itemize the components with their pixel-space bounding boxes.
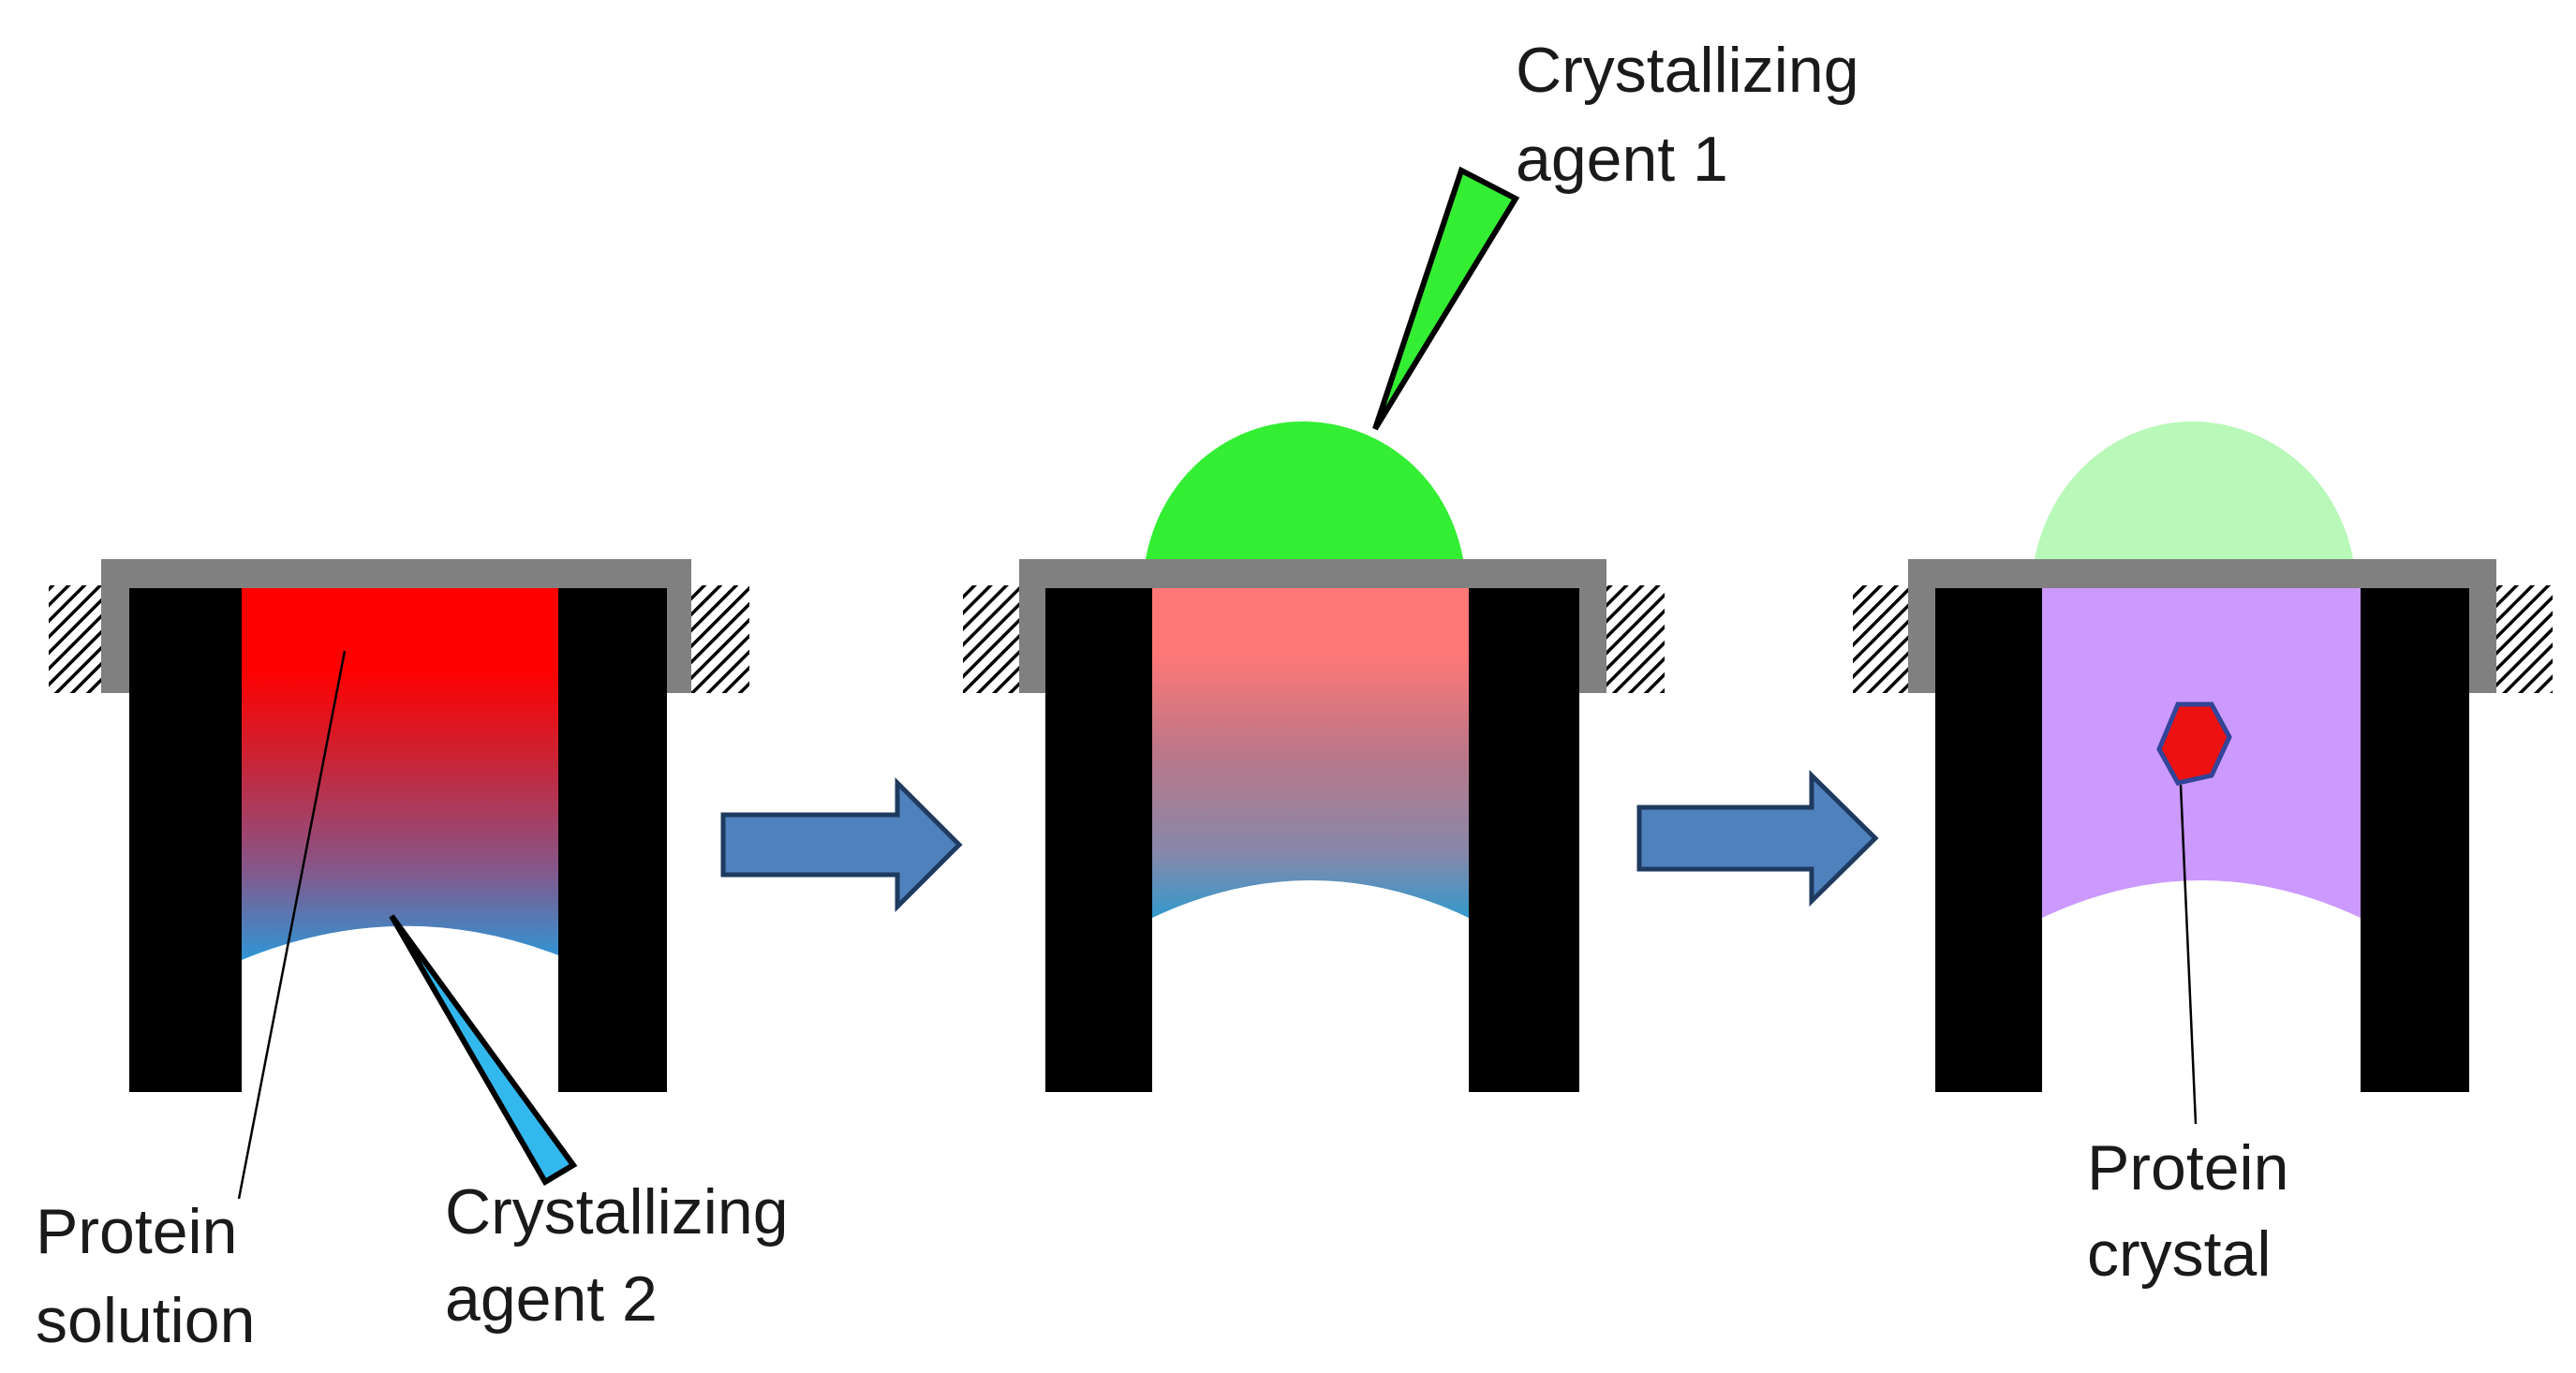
agent-1-pipette [1372,166,1520,431]
wall-right [1469,588,1579,1092]
protein-solution-label-line2: solution [36,1285,255,1356]
wall-left [1045,588,1152,1092]
cap [1019,559,1606,693]
agent-2-label-line2: agent 2 [445,1263,658,1335]
diluted-solution-fill [1152,588,1469,918]
clamp-right [2496,585,2553,693]
protein-solution-leader [237,650,347,1200]
stage-1 [49,559,749,1200]
stage-3 [1853,421,2553,1125]
protein-solution-label-line1: Protein [36,1196,237,1267]
agent-2-label-line1: Crystallizing [445,1176,789,1248]
wall-right [558,588,667,1092]
faded-agent-1-drop [2035,421,2353,559]
agent-2-pipette [389,914,578,1187]
protein-crystal-label-line1: Protein [2087,1132,2288,1203]
wall-left [1935,588,2042,1092]
arrow-2 [1636,770,1879,907]
protein-crystal-leader [2179,784,2198,1125]
agent-1-drop [1146,421,1463,559]
clamp-left [963,585,1021,693]
clamp-right [1606,585,1665,693]
arrow-1 [720,776,963,913]
agent-1-label-line2: agent 1 [1516,124,1728,195]
cap [101,559,691,693]
stage-2 [963,166,1665,1092]
clamp-left [49,585,105,693]
cap [1908,559,2496,693]
clamp-left [1853,585,1911,693]
protein-crystal-label-line2: crystal [2087,1218,2271,1290]
clamp-right [691,585,749,693]
protein-crystal [2156,701,2232,786]
protein-solution-fill [242,588,558,960]
agent-1-label-line1: Crystallizing [1516,35,1859,106]
wall-right [2361,588,2469,1092]
wall-left [129,588,242,1092]
